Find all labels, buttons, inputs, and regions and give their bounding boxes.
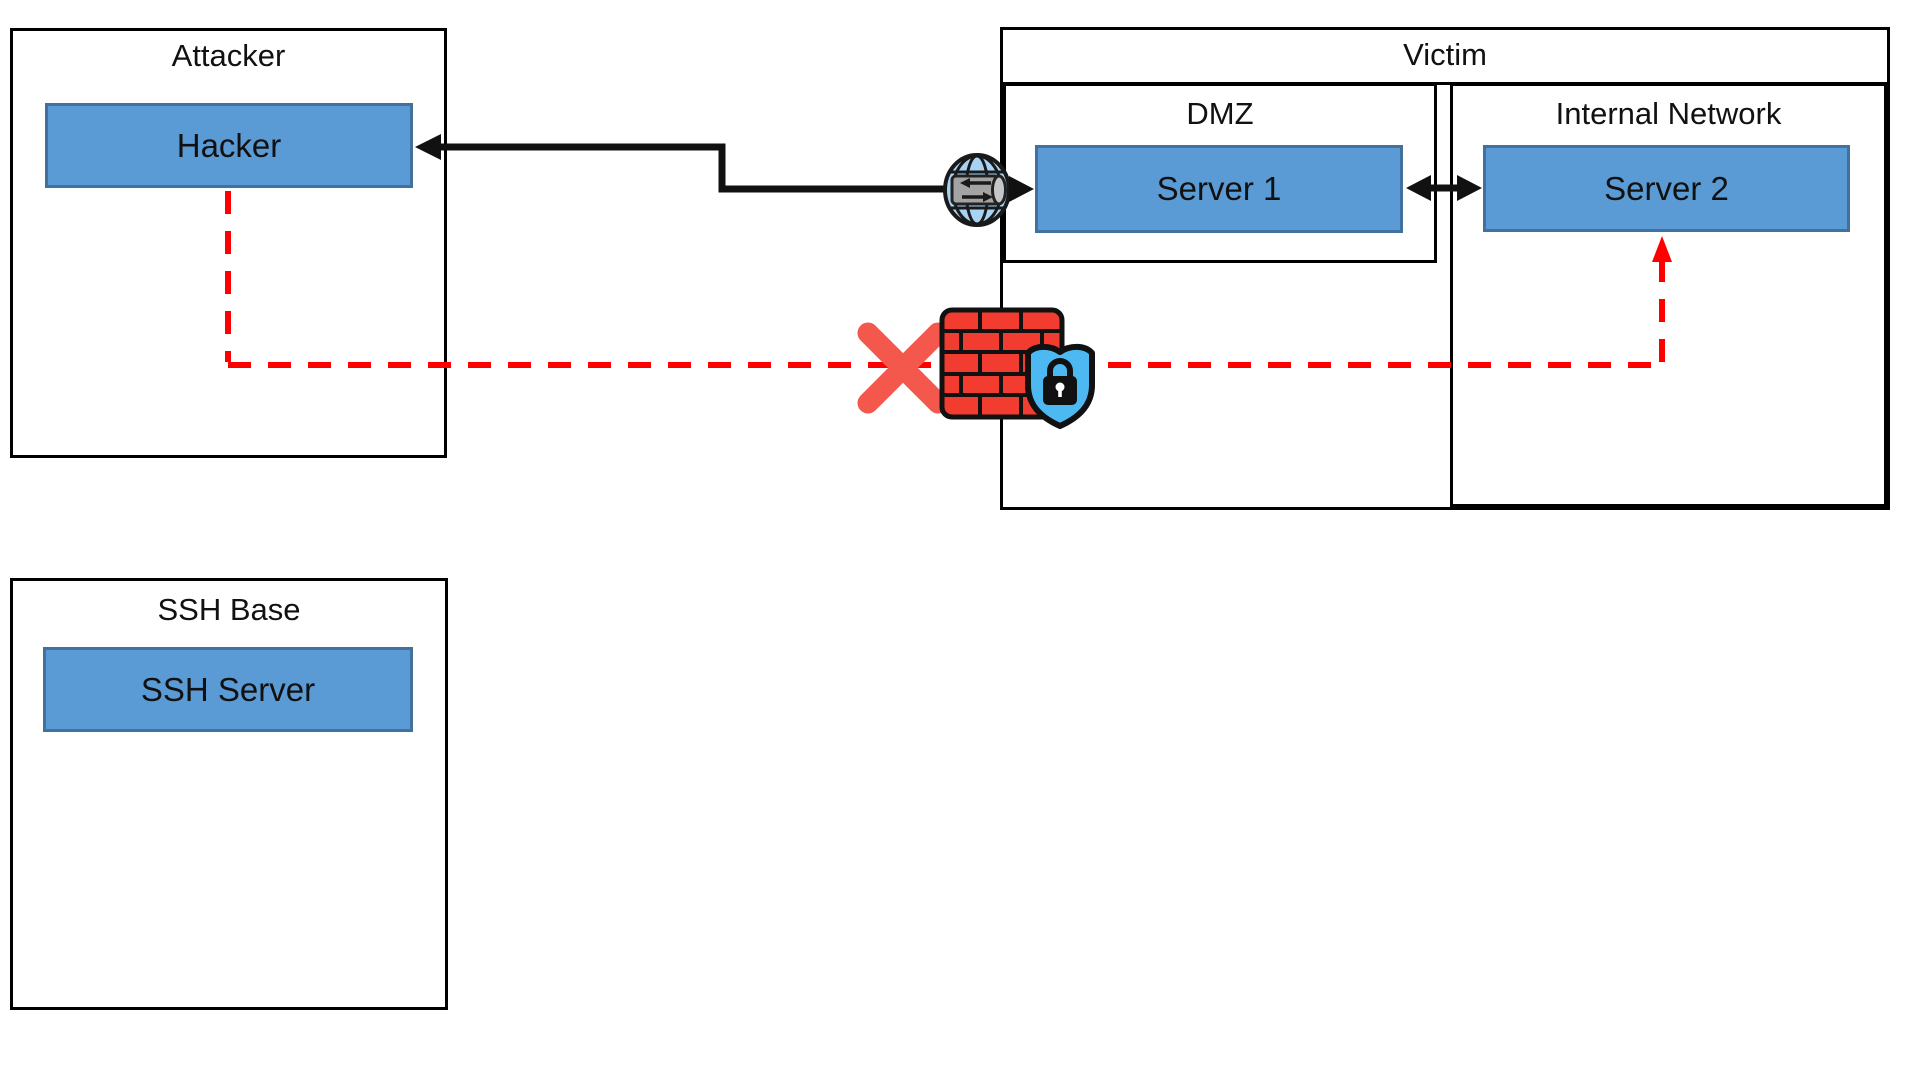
server2-node: Server 2 (1483, 145, 1850, 232)
dmz-title: DMZ (1186, 96, 1254, 131)
victim-group-box: Victim DMZ Server 1 Internal Network Ser… (1000, 27, 1890, 510)
server1-node: Server 1 (1035, 145, 1403, 233)
attacker-title: Attacker (171, 38, 286, 73)
victim-title: Victim (1403, 37, 1487, 72)
blocked-x-icon (857, 322, 949, 414)
ssh-server-node: SSH Server (43, 647, 413, 732)
ssh-base-title: SSH Base (157, 592, 301, 627)
internal-network-title: Internal Network (1555, 96, 1782, 131)
gateway-cylinder (950, 174, 1007, 206)
victim-title-divider (1003, 82, 1887, 85)
internal-network-zone-box: Internal Network Server 2 (1450, 83, 1887, 507)
hacker-node: Hacker (45, 103, 413, 188)
internet-to-hacker-arrow (438, 143, 1012, 193)
attacker-group-box: Attacker Hacker (10, 28, 447, 458)
dmz-zone-box: DMZ Server 1 (1003, 83, 1437, 263)
ssh-base-group-box: SSH Base SSH Server (10, 578, 448, 1010)
